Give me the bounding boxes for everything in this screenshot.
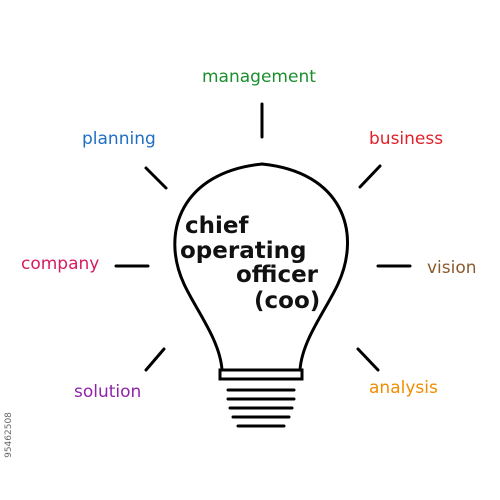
- label-company: company: [21, 254, 100, 274]
- label-vision: vision: [427, 258, 477, 278]
- center-line-3: officer: [236, 262, 319, 288]
- center-line-2: operating: [180, 238, 307, 264]
- label-management: management: [202, 67, 316, 87]
- label-solution: solution: [74, 382, 142, 402]
- center-line-1: chief: [185, 213, 249, 239]
- ray-upper-right: [358, 164, 382, 189]
- ray-lower-right: [356, 347, 380, 372]
- watermark-id: 95462508: [3, 412, 14, 458]
- ray-lower-left: [144, 347, 166, 372]
- rays: [114, 102, 412, 372]
- bulb-neck: [218, 368, 304, 381]
- center-line-4: (coo): [254, 288, 321, 314]
- bulb-screw-base: [226, 388, 296, 428]
- label-analysis: analysis: [369, 378, 438, 398]
- lightbulb-icon: [173, 162, 350, 372]
- label-planning: planning: [82, 129, 156, 149]
- label-business: business: [369, 129, 444, 149]
- ray-upper-left: [144, 166, 168, 190]
